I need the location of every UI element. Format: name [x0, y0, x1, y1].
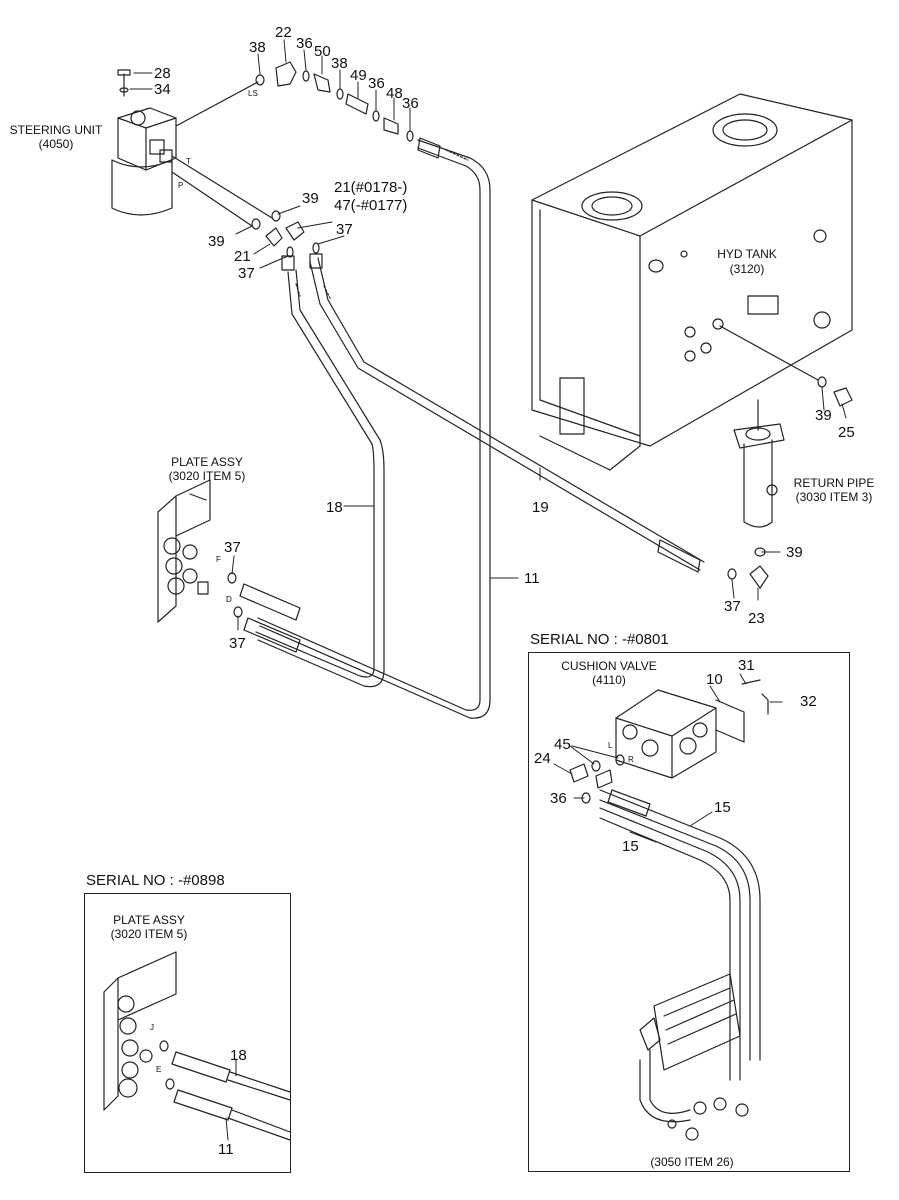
plate-assy-ref: (3020 ITEM 5) [168, 469, 246, 483]
callout-37-return: 37 [724, 598, 741, 615]
callout-10: 10 [706, 671, 723, 688]
callout-37-plate-d: 37 [229, 635, 246, 652]
hose-19 [309, 257, 705, 573]
port-mark-d: D [226, 595, 232, 604]
port-mark-e: E [156, 1065, 162, 1074]
hyd-tank-drawing [531, 93, 853, 471]
return-pipe-caption: RETURN PIPE (3030 ITEM 3) [784, 477, 884, 503]
return-pipe-name: RETURN PIPE [793, 476, 875, 490]
callout-36-valve: 36 [550, 790, 567, 807]
serial-box-right [528, 652, 850, 1172]
serial-label-right: SERIAL NO : -#0801 [530, 631, 669, 648]
port-mark-f: F [216, 555, 221, 564]
steering-unit-name: STEERING UNIT [9, 123, 103, 137]
port-mark-r: R [628, 755, 634, 764]
cushion-valve-drawing [615, 689, 745, 779]
serial-box-left [84, 893, 291, 1173]
callout-11-inset: 11 [218, 1141, 234, 1158]
plate-assy-2-caption: PLATE ASSY (3020 ITEM 5) [100, 914, 198, 940]
serial-label-left: SERIAL NO : -#0898 [86, 872, 225, 889]
callout-37-plate-f: 37 [224, 539, 241, 556]
leader-lines [129, 39, 847, 1141]
port-mark-l: L [608, 741, 613, 750]
callout-31: 31 [738, 657, 755, 674]
callout-36b: 36 [368, 75, 385, 92]
callout-47-range: 47(-#0177) [334, 197, 408, 214]
callout-50: 50 [314, 43, 331, 60]
callout-23: 23 [748, 610, 765, 627]
plate-assy-name: PLATE ASSY [171, 455, 243, 469]
plate-assy-2-drawing [103, 951, 177, 1111]
callout-18-inset: 18 [230, 1047, 247, 1064]
callout-36a: 36 [296, 35, 313, 52]
callout-38b: 38 [331, 55, 348, 72]
cooler-caption: (3050 ITEM 26) [650, 1155, 734, 1169]
callout-49: 49 [350, 67, 367, 84]
callout-37-right: 37 [336, 221, 353, 238]
hose-18 [255, 269, 385, 688]
callout-15-lower: 15 [622, 838, 639, 855]
callout-18: 18 [326, 499, 343, 516]
callout-11: 11 [524, 570, 540, 587]
callout-21: 21 [234, 248, 251, 265]
callout-36c: 36 [402, 95, 419, 112]
plate-assy-2-ref: (3020 ITEM 5) [110, 927, 188, 941]
steering-unit-ref: (4050) [38, 137, 74, 151]
callout-32: 32 [800, 693, 817, 710]
callout-39-tank: 39 [815, 407, 832, 424]
callout-34: 34 [154, 81, 171, 98]
callout-39-left: 39 [208, 233, 225, 250]
callout-38a: 38 [249, 39, 266, 56]
top-fitting-chain [255, 61, 414, 142]
hose-11 [257, 137, 491, 719]
cushion-valve-ref: (4110) [592, 673, 626, 687]
callout-15-upper: 15 [714, 799, 731, 816]
hose-15 [599, 789, 761, 1081]
cushion-valve-caption: CUSHION VALVE (4110) [556, 660, 662, 686]
callout-45: 45 [554, 736, 571, 753]
return-pipe-drawing [733, 399, 785, 528]
callout-37-left: 37 [238, 265, 255, 282]
steering-unit-caption: STEERING UNIT (4050) [8, 124, 104, 150]
hyd-tank-ref: (3120) [729, 262, 765, 276]
plate-assy-2-name: PLATE ASSY [113, 913, 185, 927]
port-mark-t: T [186, 157, 191, 166]
callout-19: 19 [532, 499, 549, 516]
return-pipe-ref: (3030 ITEM 3) [795, 490, 873, 504]
port-mark-j: J [150, 1023, 154, 1032]
plate-assy-drawing [157, 479, 211, 623]
hyd-tank-caption: HYD TANK (3120) [708, 248, 786, 275]
callout-22: 22 [275, 24, 292, 41]
callout-28: 28 [154, 65, 171, 82]
callout-39-steer: 39 [302, 190, 319, 207]
plate-assy-caption: PLATE ASSY (3020 ITEM 5) [158, 456, 256, 482]
port-mark-ls: LS [248, 89, 258, 98]
cushion-valve-name: CUSHION VALVE [561, 659, 657, 673]
callout-21-range: 21(#0178-) [334, 179, 408, 196]
hyd-tank-name: HYD TANK [717, 247, 777, 261]
cooler-drawing [639, 973, 749, 1141]
callout-48: 48 [386, 85, 403, 102]
port-mark-p: P [178, 181, 184, 190]
callout-39-return: 39 [786, 544, 803, 561]
callout-25: 25 [838, 424, 855, 441]
callout-24: 24 [534, 750, 551, 767]
